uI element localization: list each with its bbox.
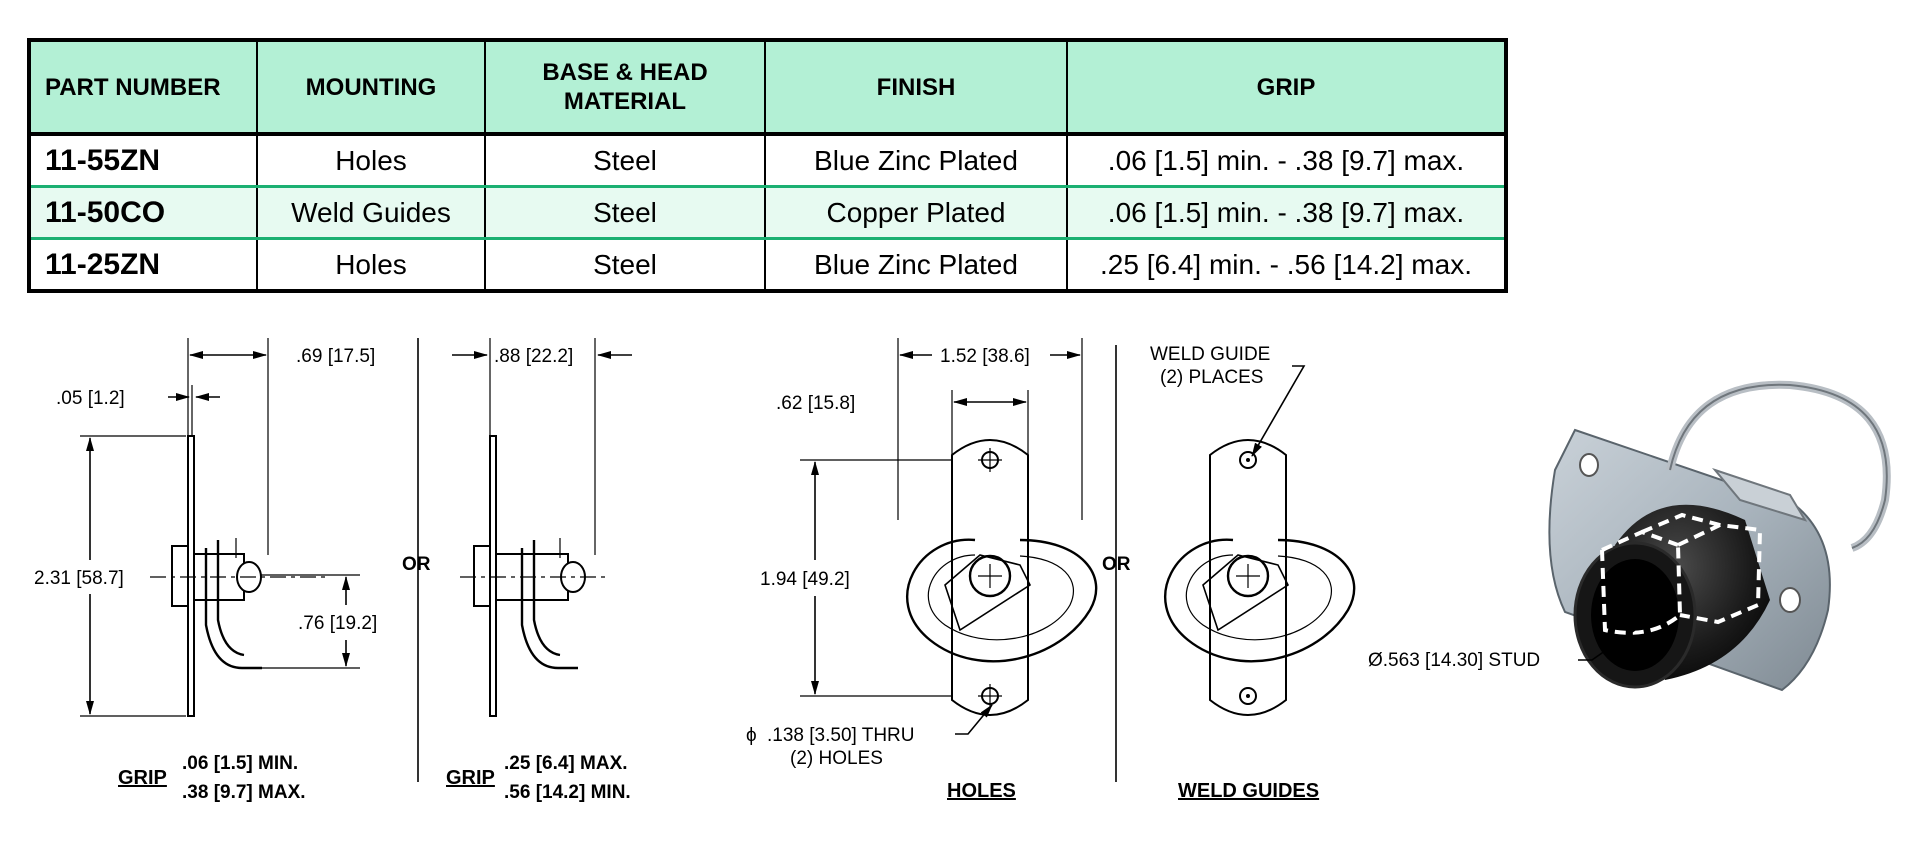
dim-plate-thickness: .05 [1.2] [56, 388, 125, 409]
cell-material: Steel [484, 237, 766, 291]
cell-finish: Blue Zinc Plated [764, 134, 1068, 187]
cell-grip: .06 [1.5] min. - .38 [9.7] max. [1066, 134, 1507, 187]
dim-side1-overall-depth: .69 [17.5] [296, 346, 375, 367]
dim-side2-overall-depth: .88 [22.2] [494, 346, 573, 367]
cell-mounting: Holes [256, 134, 486, 187]
hole-diameter-symbol: ϕ [746, 725, 757, 746]
weld-guide-callout-title: WELD GUIDE [1150, 344, 1270, 365]
caption-holes: HOLES [947, 780, 1016, 802]
table-row: 11-50CO Weld Guides Steel Copper Plated … [28, 185, 1507, 239]
grip-label-1: GRIP [118, 767, 167, 789]
holes-front-view: 1.52 [38.6] .62 [15.8] 1.94 [49.2] ϕ .13… [746, 338, 1098, 769]
header-material-line2: MATERIAL [563, 88, 687, 115]
cell-material: Steel [484, 134, 766, 187]
grip-min-2: .56 [14.2] MIN. [504, 782, 631, 803]
or-label: OR [1102, 554, 1131, 575]
weld-guide-callout-count: (2) PLACES [1160, 367, 1263, 388]
side-view-1: .69 [17.5] .05 [1.2] 2.31 [58.7] .76 [19… [34, 338, 377, 717]
cell-material: Steel [484, 185, 766, 239]
header-mounting: MOUNTING [256, 40, 486, 136]
caption-weld-guides: WELD GUIDES [1178, 780, 1319, 802]
header-finish: FINISH [764, 40, 1068, 136]
cell-part-number: 11-25ZN [28, 237, 258, 291]
cell-mounting: Weld Guides [256, 185, 486, 239]
product-photo: Ø.563 [14.30] STUD [1368, 380, 1891, 692]
hole-callout-count: (2) HOLES [790, 748, 883, 769]
header-grip: GRIP [1066, 40, 1507, 136]
side-view-2: .88 [22.2] [452, 338, 632, 717]
header-material-line1: BASE & HEAD [542, 59, 708, 86]
dim-plate-width: .62 [15.8] [776, 393, 855, 414]
dim-side1-height: 2.31 [58.7] [34, 568, 124, 589]
grip-max-1: .38 [9.7] MAX. [182, 782, 306, 803]
table-row: 11-25ZN Holes Steel Blue Zinc Plated .25… [28, 237, 1507, 291]
cell-part-number: 11-55ZN [28, 134, 258, 187]
cell-finish: Blue Zinc Plated [764, 237, 1068, 291]
cell-grip: .25 [6.4] min. - .56 [14.2] max. [1066, 237, 1507, 291]
grip-max-2: .25 [6.4] MAX. [504, 753, 628, 774]
weld-guides-front-view: WELD GUIDE (2) PLACES [1150, 344, 1356, 716]
cell-grip: .06 [1.5] min. - .38 [9.7] max. [1066, 185, 1507, 239]
dim-hole-spacing: 1.94 [49.2] [760, 569, 850, 590]
table-row: 11-55ZN Holes Steel Blue Zinc Plated .06… [28, 134, 1507, 187]
hole-callout-size: .138 [3.50] THRU [767, 725, 915, 746]
dim-side1-ring: .76 [19.2] [298, 613, 377, 634]
or-label: OR [402, 554, 431, 575]
grip-label-2: GRIP [446, 767, 495, 789]
cell-part-number: 11-50CO [28, 185, 258, 239]
grip-min-1: .06 [1.5] MIN. [182, 753, 298, 774]
cell-finish: Copper Plated [764, 185, 1068, 239]
header-part-number: PART NUMBER [28, 40, 258, 136]
stud-callout: Ø.563 [14.30] STUD [1368, 650, 1540, 671]
cell-mounting: Holes [256, 237, 486, 291]
dim-front-width: 1.52 [38.6] [940, 346, 1030, 367]
